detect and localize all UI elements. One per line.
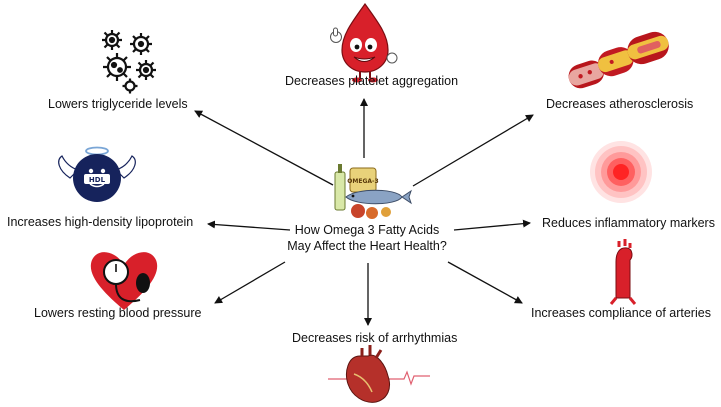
heart-ecg-icon [328, 345, 430, 403]
arrow-to-hdl [207, 220, 291, 231]
label-inflammatory: Reduces inflammatory markers [542, 216, 715, 230]
center-title-line2: May Affect the Heart Health? [287, 239, 447, 253]
inflammation-glow-icon [590, 141, 652, 203]
arrow-to-compliance [447, 261, 523, 304]
arrow-to-inflammatory [453, 219, 531, 231]
blood-pressure-heart-icon [90, 252, 158, 310]
arrow-to-triglyceride [194, 110, 334, 186]
label-platelet: Decreases platelet aggregation [285, 74, 459, 88]
label-arrhythmias: Decreases risk of arrhythmias [292, 331, 458, 345]
center-title-line1: How Omega 3 Fatty Acids [294, 223, 440, 237]
arrow-to-atherosclerosis [412, 114, 534, 187]
arrow-to-blood-pressure [214, 261, 286, 304]
center-title: How Omega 3 Fatty Acids May Affect the H… [272, 222, 462, 254]
label-triglyceride: Lowers triglyceride levels [48, 97, 188, 111]
hdl-angel-icon: HDL [58, 146, 136, 202]
label-atherosclerosis: Decreases atherosclerosis [546, 97, 694, 111]
label-blood-pressure: Lowers resting blood pressure [34, 306, 202, 320]
omega3-label: OMEGA-3 [347, 178, 378, 185]
lipid-molecules-icon [102, 30, 156, 94]
label-hdl: Increases high-density lipoprotein [7, 215, 194, 229]
aorta-icon [609, 239, 637, 305]
plaque-artery-icon [568, 31, 669, 89]
omega3-fish-oil-icon: OMEGA-3 [334, 164, 412, 219]
hdl-badge: HDL [89, 176, 106, 184]
blood-drop-mascot-icon [330, 2, 398, 83]
label-compliance: Increases compliance of arteries [531, 306, 711, 320]
